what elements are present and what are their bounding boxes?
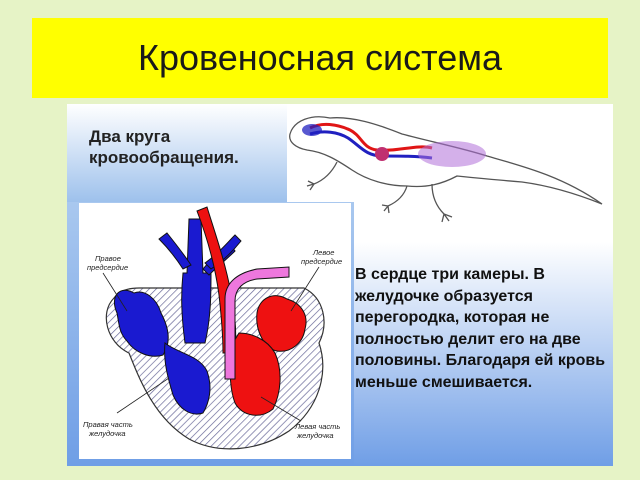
- lizard-front-leg: [306, 161, 338, 191]
- lizard-heart: [375, 147, 389, 161]
- heart-diagram: Правое предсердие Левое предсердие Права…: [83, 206, 342, 450]
- label-right-atrium-1: Правое: [95, 254, 121, 263]
- lizard-circulation: [309, 122, 433, 160]
- label-left-ventricle-1: Левая часть: [294, 422, 340, 431]
- heart-diagram-box: Правое предсердие Левое предсердие Права…: [79, 203, 351, 459]
- lizard-vein: [309, 130, 433, 160]
- circulation-heading: Два круга кровообращения.: [89, 127, 239, 167]
- vena-cava: [181, 218, 212, 344]
- label-right-atrium-2: предсердие: [87, 263, 128, 272]
- description-text: В сердце три камеры. В желудочке образуе…: [355, 266, 606, 391]
- slide-title: Кровеносная система: [137, 37, 503, 78]
- mixed-blood-vessel: [224, 266, 290, 380]
- label-right-ventricle-2: желудочка: [88, 429, 126, 438]
- label-left-atrium-2: предсердие: [301, 257, 342, 266]
- lizard-organ-body: [418, 141, 486, 167]
- heading-background: [67, 104, 287, 202]
- pointer-left-atrium: [290, 266, 320, 312]
- lizard-back-foot: [381, 185, 408, 214]
- lizard-illustration: [289, 116, 603, 223]
- label-left-ventricle-2: желудочка: [296, 431, 334, 440]
- right-atrium: [113, 289, 169, 357]
- vein-branch-left: [158, 232, 192, 270]
- label-left-atrium-1: Левое: [312, 248, 334, 257]
- title-bar: Кровеносная система: [32, 18, 608, 98]
- right-ventricle-part: [164, 342, 211, 415]
- pointer-right-ventricle: [116, 377, 170, 414]
- left-ventricle-part: [229, 332, 281, 416]
- pointer-right-atrium: [102, 272, 128, 312]
- description-background: [354, 242, 613, 466]
- lizard-artery: [309, 122, 433, 152]
- lizard-back-leg: [431, 183, 453, 223]
- pointer-left-ventricle: [260, 396, 302, 422]
- lizard-body-outline: [289, 116, 603, 205]
- content-panel: Два круга кровообращения.: [67, 104, 613, 466]
- lizard-lung-left: [302, 124, 322, 136]
- label-right-ventricle-1: Правая часть: [83, 420, 133, 429]
